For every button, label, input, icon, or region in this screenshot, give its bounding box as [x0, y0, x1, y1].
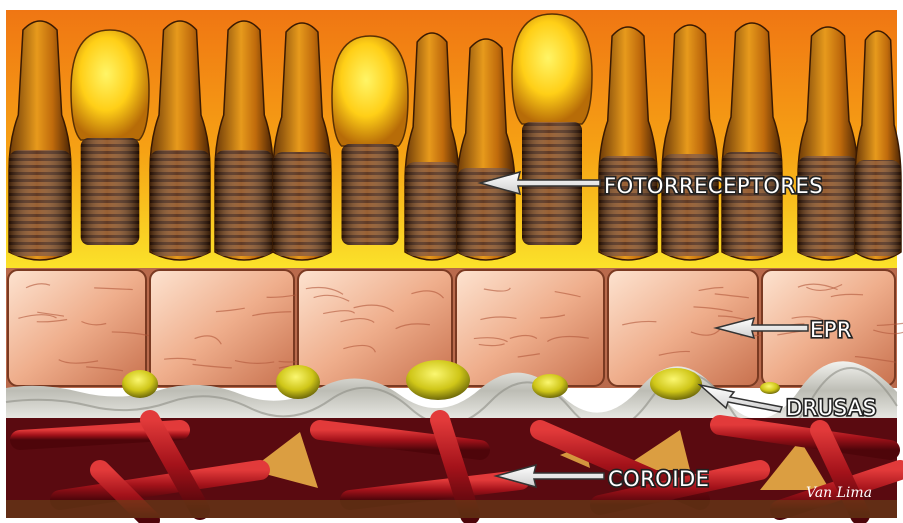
cone-cell [512, 14, 592, 245]
cone-cell [71, 30, 149, 245]
signature: Van Lima [806, 485, 872, 501]
label-epr: EPR [810, 318, 852, 342]
epr-cell [8, 270, 153, 386]
drusen-bump [760, 382, 780, 394]
label-drusas: DRUSAS [786, 396, 877, 420]
label-coroide: COROIDE [608, 467, 709, 491]
epr-cell [456, 270, 604, 386]
drusen-bump [122, 370, 158, 398]
drusen-bump [532, 374, 568, 398]
label-fotorreceptores: FOTORRECEPTORES [604, 174, 823, 198]
drusen-bump [276, 365, 320, 399]
drusen-bump [650, 368, 702, 400]
drusen-bump [406, 360, 470, 400]
cone-cell [332, 36, 408, 245]
